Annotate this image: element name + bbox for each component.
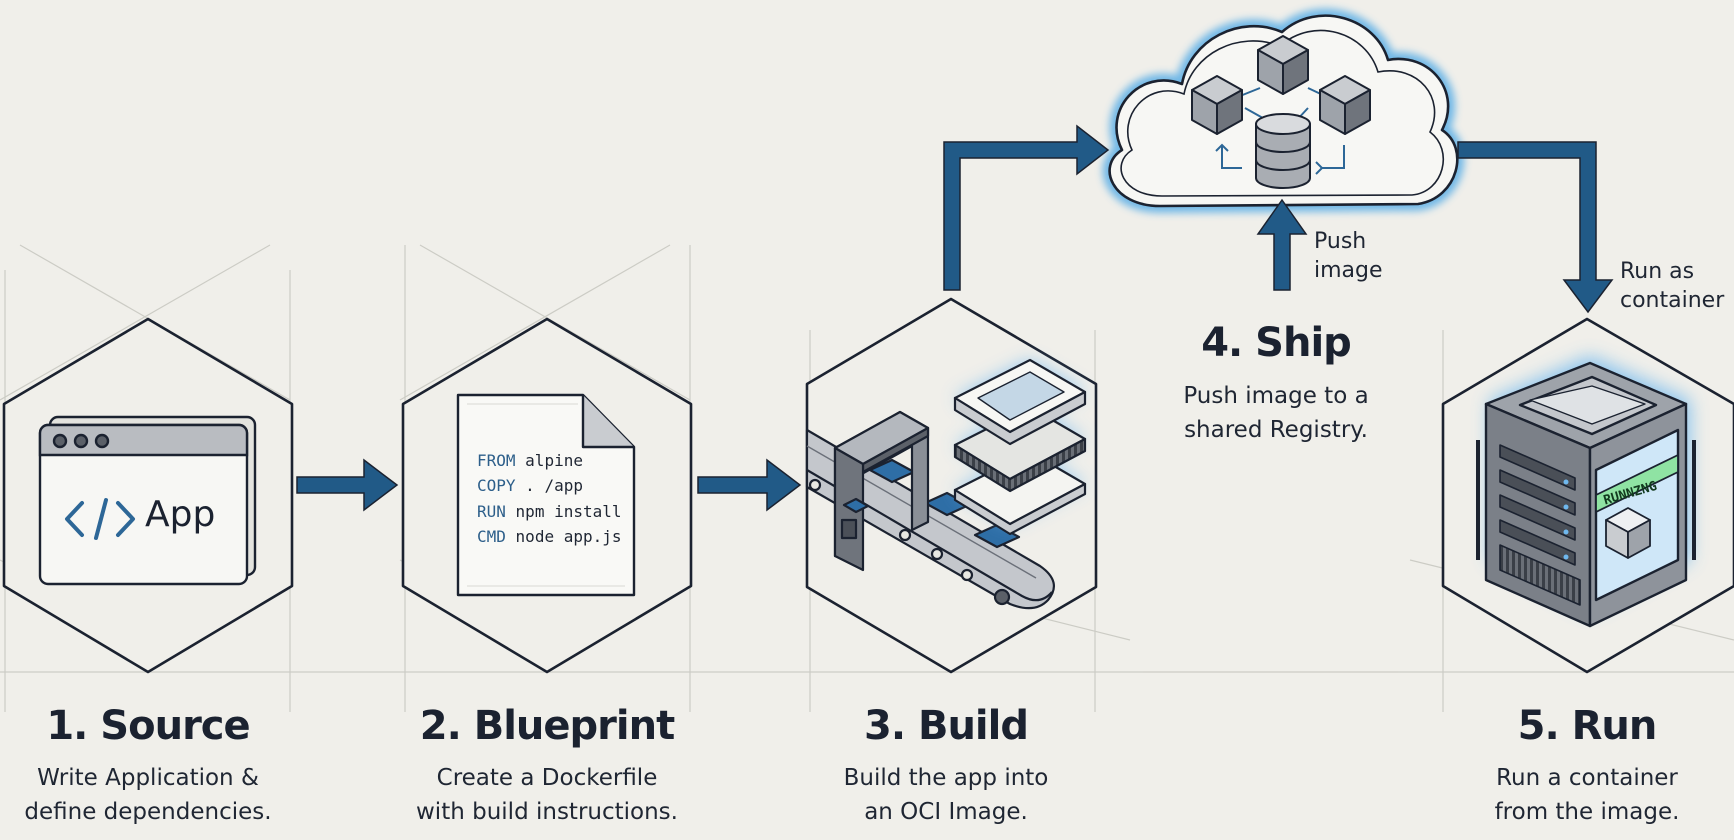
- step-description-line1: Build the app into: [843, 765, 1049, 791]
- dockerfile-line: COPY . /app: [477, 473, 583, 499]
- step-title: 2. Blueprint: [419, 703, 675, 749]
- dockerfile-arg: alpine: [525, 451, 583, 470]
- database-icon: [1255, 113, 1311, 189]
- image-layers-icon: [953, 358, 1087, 536]
- step-description-line2: shared Registry.: [1184, 417, 1368, 443]
- push-image-label-line1: Push: [1314, 229, 1367, 254]
- code-brackets-icon: [65, 498, 135, 540]
- arrow-blueprint-to-build: [697, 458, 802, 512]
- arrow-build-to-registry: [943, 124, 1110, 291]
- step-description-line1: Write Application &: [37, 765, 259, 791]
- scanner-machine-icon: [833, 410, 930, 572]
- dockerfile-arg: npm install: [515, 502, 622, 521]
- push-image-label-line2: image: [1314, 258, 1383, 283]
- dockerfile-arg: . /app: [525, 476, 583, 495]
- dockerfile-keyword: FROM: [477, 451, 516, 470]
- step-description-line1: Run a container: [1496, 765, 1678, 791]
- dockerfile-document-icon: [456, 393, 636, 597]
- dockerfile-keyword: COPY: [477, 476, 516, 495]
- dockerfile-line: FROM alpine: [477, 448, 583, 474]
- arrow-source-to-blueprint: [296, 458, 399, 512]
- step-title: 3. Build: [864, 703, 1029, 749]
- dockerfile-keyword: CMD: [477, 527, 506, 546]
- source-window-icon: [38, 415, 257, 586]
- server-icon: [1476, 361, 1696, 628]
- step-title: 5. Run: [1517, 703, 1658, 749]
- dockerfile-line: CMD node app.js: [477, 524, 622, 550]
- step-description-line1: Create a Dockerfile: [436, 765, 658, 791]
- dockerfile-arg: node app.js: [515, 527, 622, 546]
- step-title: 4. Ship: [1201, 320, 1352, 366]
- step-title: 1. Source: [46, 703, 250, 749]
- app-window-label: App: [145, 494, 216, 535]
- step-description-line2: from the image.: [1494, 799, 1680, 825]
- conveyor-belt-icon: [805, 428, 1056, 610]
- run-as-container-label-line2: container: [1620, 288, 1725, 313]
- dockerfile-line: RUN npm install: [477, 499, 622, 525]
- dockerfile-keyword: RUN: [477, 502, 506, 521]
- registry-cloud-icon: [1102, 8, 1465, 214]
- arrow-push-image: [1256, 198, 1308, 291]
- step-description-line2: define dependencies.: [24, 799, 272, 825]
- run-as-container-label-line1: Run as: [1620, 259, 1695, 284]
- step-description-line2: with build instructions.: [416, 799, 678, 825]
- arrow-run-as-container: [1457, 141, 1614, 314]
- step-description-line1: Push image to a: [1183, 383, 1369, 409]
- step-description-line2: an OCI Image.: [864, 799, 1028, 825]
- registry-cubes-icon: [1191, 35, 1371, 135]
- flow-arrows: [296, 124, 1614, 512]
